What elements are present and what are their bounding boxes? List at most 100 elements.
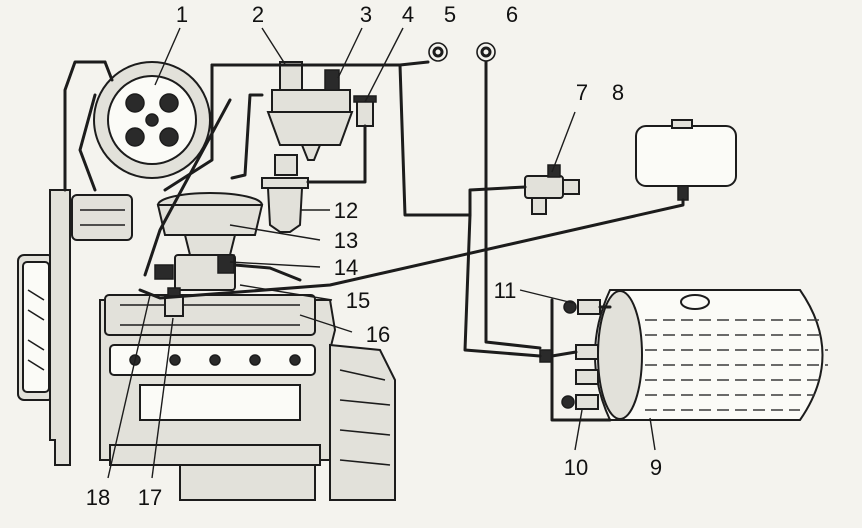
- tank8-filler: [671, 119, 693, 129]
- reducer-port: [159, 93, 179, 113]
- leader-14: [229, 261, 321, 268]
- valve7-bottom: [531, 197, 547, 215]
- label-13: 13: [334, 228, 358, 253]
- leader-1: [154, 27, 181, 86]
- pipe: [230, 93, 264, 180]
- pipe-to-5: [398, 60, 430, 67]
- pipes: [63, 60, 685, 422]
- component-14-carburettor: [154, 254, 236, 291]
- reducer-port: [125, 127, 145, 147]
- label-7: 7: [576, 80, 588, 105]
- label-3: 3: [360, 2, 372, 27]
- leader-18: [107, 294, 151, 479]
- valve11-knob: [563, 300, 577, 314]
- label-6: 6: [506, 2, 518, 27]
- pipe-cylinder-manifold: [550, 298, 612, 422]
- pipe-from-6: [484, 60, 542, 350]
- carb-valve: [154, 264, 174, 280]
- cylinder-float: [680, 294, 710, 310]
- label-14: 14: [334, 255, 358, 280]
- pipe-to-valve7: [210, 63, 527, 217]
- tank8-outlet: [677, 185, 689, 201]
- oil-pan-top: [109, 444, 321, 466]
- filter-cap: [274, 154, 298, 176]
- line-fitting: [539, 349, 553, 363]
- component-13-mixer: [156, 192, 264, 256]
- filter-bowl: [266, 187, 304, 233]
- bolt: [169, 354, 181, 366]
- component-11-valve: [577, 299, 601, 315]
- pipe: [63, 60, 107, 192]
- label-16: 16: [366, 322, 390, 347]
- bolt: [249, 354, 261, 366]
- radiator-core: [22, 261, 50, 393]
- flywheel-housing: [329, 343, 396, 501]
- cylinder-end: [597, 290, 643, 420]
- leader-16: [299, 314, 353, 333]
- component-4-valve: [353, 95, 377, 127]
- cylinder-body: [594, 289, 824, 421]
- left-filter-box: [71, 194, 133, 241]
- component-1-reducer: [93, 61, 211, 179]
- component-9-cylinder: [594, 289, 828, 421]
- pipe-to-tank8: [138, 198, 685, 300]
- component-3-cap: [324, 69, 340, 91]
- label-18: 18: [86, 485, 110, 510]
- component-10-valve: [575, 394, 599, 410]
- label-15: 15: [346, 288, 370, 313]
- component-7-valve: [524, 164, 580, 215]
- valve7-handle: [562, 179, 580, 195]
- valve-low: [575, 369, 599, 385]
- leader-11: [519, 289, 574, 304]
- pipe: [143, 98, 232, 277]
- sensor-cap: [167, 287, 181, 297]
- housing-ribs: [339, 369, 391, 466]
- component-5-ring: [428, 42, 448, 62]
- label-1: 1: [176, 2, 188, 27]
- leader-lines: [107, 27, 656, 479]
- component-17-sensor: [164, 287, 184, 317]
- leader-2: [261, 27, 286, 65]
- label-5: 5: [444, 2, 456, 27]
- filter-flange: [261, 177, 309, 189]
- label-8: 8: [612, 80, 624, 105]
- leader-9: [649, 417, 656, 451]
- pipe: [306, 124, 367, 184]
- reducer-center: [145, 113, 159, 127]
- valve10-knob: [561, 395, 575, 409]
- pipe-to-cylinder: [463, 213, 542, 358]
- filter-box: [71, 194, 133, 241]
- leader-7: [551, 111, 576, 173]
- component-3-top: [271, 89, 351, 113]
- engine-front-frame: [49, 189, 71, 466]
- engine: [17, 189, 396, 501]
- labels: 1 2 3 4 5 6 7 8 9 10 11 12 13 14 15 16 1…: [86, 2, 662, 510]
- label-4: 4: [402, 2, 414, 27]
- component-12-filter: [261, 154, 309, 233]
- component-3-drain: [300, 144, 322, 161]
- valve-mid: [575, 344, 599, 360]
- tank8-body: [635, 125, 737, 187]
- carb-solenoid: [217, 254, 235, 274]
- exhaust-manifold: [139, 384, 301, 421]
- label-2: 2: [252, 2, 264, 27]
- bolt: [289, 354, 301, 366]
- leader-4: [364, 27, 404, 103]
- label-10: 10: [564, 455, 588, 480]
- cover-ribs: [120, 304, 300, 326]
- component-5-ring-inner: [432, 46, 444, 58]
- component-3-dome: [266, 111, 354, 146]
- cylinder-valves: [539, 299, 601, 410]
- mixer-neck: [183, 234, 237, 256]
- component-6-ring-inner: [480, 46, 492, 58]
- pipe: [233, 263, 302, 282]
- radiator-fins: [27, 289, 45, 371]
- pipe: [103, 60, 114, 82]
- pipe: [78, 93, 97, 192]
- valve-body: [356, 99, 374, 127]
- filter-box-ribs: [80, 209, 125, 226]
- leader-13: [229, 224, 321, 241]
- label-17: 17: [138, 485, 162, 510]
